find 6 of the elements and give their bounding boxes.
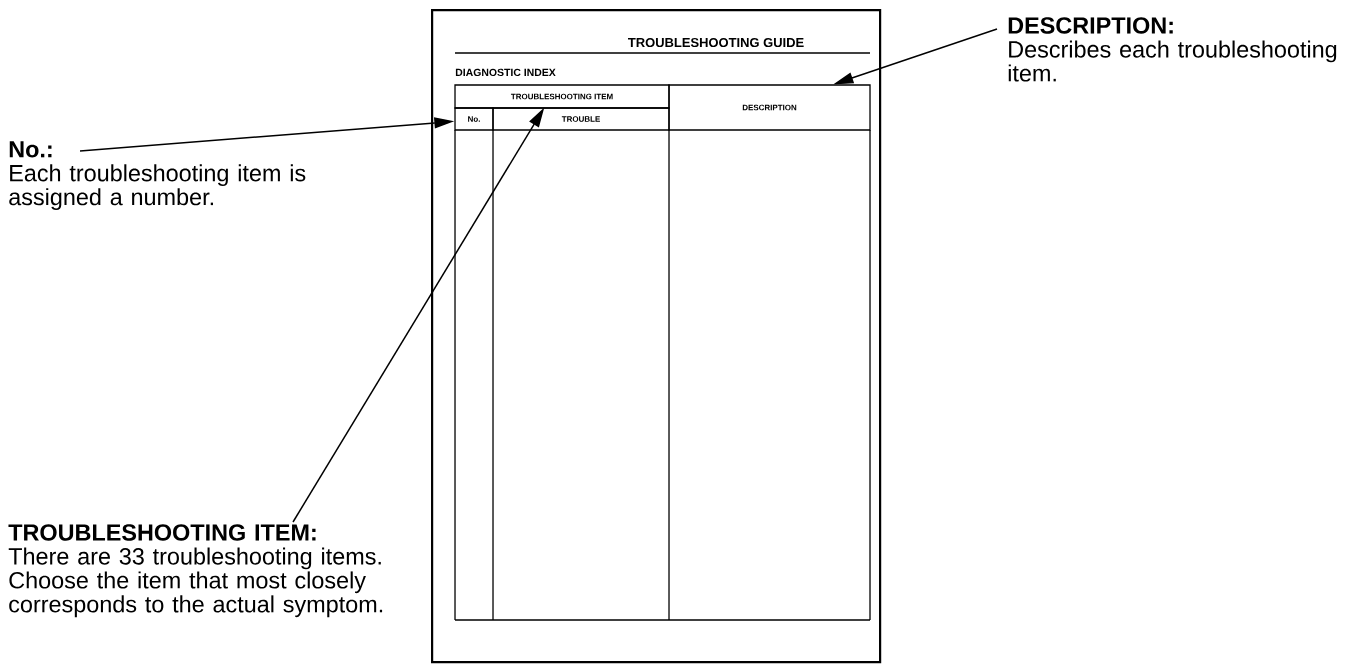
section-heading: DIAGNOSTIC INDEX (455, 68, 556, 77)
callout-text: DESCRIPTION: Describes each troubleshooting item. (1008, 17, 1337, 82)
callout-text: No.: Each troubleshooting item is assigned a number. (9, 141, 306, 210)
page-title: TROUBLESHOOTING GUIDE (628, 37, 804, 48)
page-frame (431, 9, 882, 664)
callout-text: TROUBLESHOOTING ITEM: There are 33 troubleshooting items. Choose the item that most closely corresponds to the actual symptom. (8, 524, 383, 618)
